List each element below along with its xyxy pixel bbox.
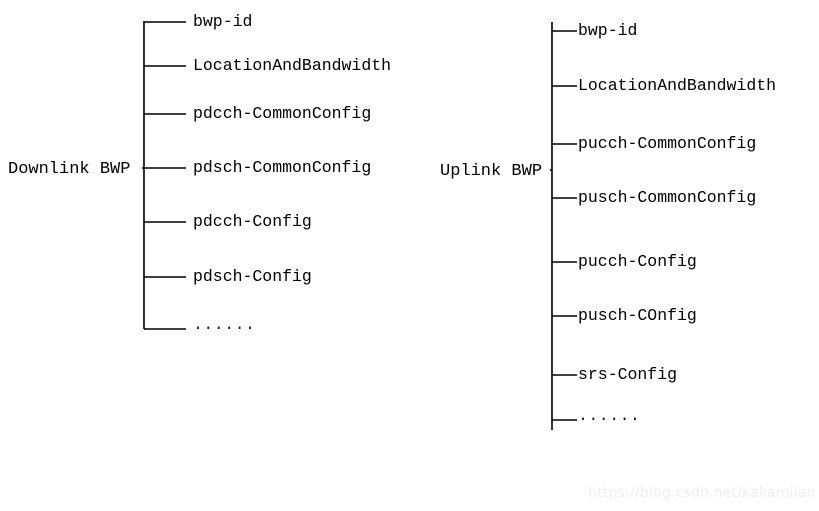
leaf-label-locationandbandwidth-uplink: LocationAndBandwidth (578, 76, 777, 95)
root-label-uplink-bwp: Uplink BWP (440, 162, 543, 181)
leaf-label-bwp-id-downlink: bwp-id (193, 12, 253, 31)
leaf-label-pdcch-commonconfig: pdcch-CommonConfig (193, 104, 372, 123)
leaf-label-ellipsis-downlink: ...... (193, 315, 256, 334)
leaf-label-pusch-commonconfig: pusch-CommonConfig (578, 188, 757, 207)
watermark-text: https://blog.csdn.net/kakamilan (588, 485, 816, 501)
leaf-label-pusch-config: pusch-COnfig (578, 306, 697, 325)
tree-downlink-bwp-connectors (142, 21, 186, 330)
root-label-downlink-bwp: Downlink BWP (8, 160, 131, 179)
tree-uplink-bwp-connectors (550, 22, 577, 430)
leaf-label-pdsch-config: pdsch-Config (193, 267, 312, 286)
leaf-label-srs-config: srs-Config (578, 365, 678, 384)
leaf-label-ellipsis-uplink: ...... (578, 406, 641, 425)
leaf-label-locationandbandwidth-downlink: LocationAndBandwidth (193, 56, 392, 75)
leaf-label-pdcch-config: pdcch-Config (193, 212, 312, 231)
leaf-label-bwp-id-uplink: bwp-id (578, 21, 638, 40)
leaf-label-pucch-commonconfig: pucch-CommonConfig (578, 134, 757, 153)
leaf-label-pucch-config: pucch-Config (578, 252, 697, 271)
leaf-label-pdsch-commonconfig: pdsch-CommonConfig (193, 158, 372, 177)
